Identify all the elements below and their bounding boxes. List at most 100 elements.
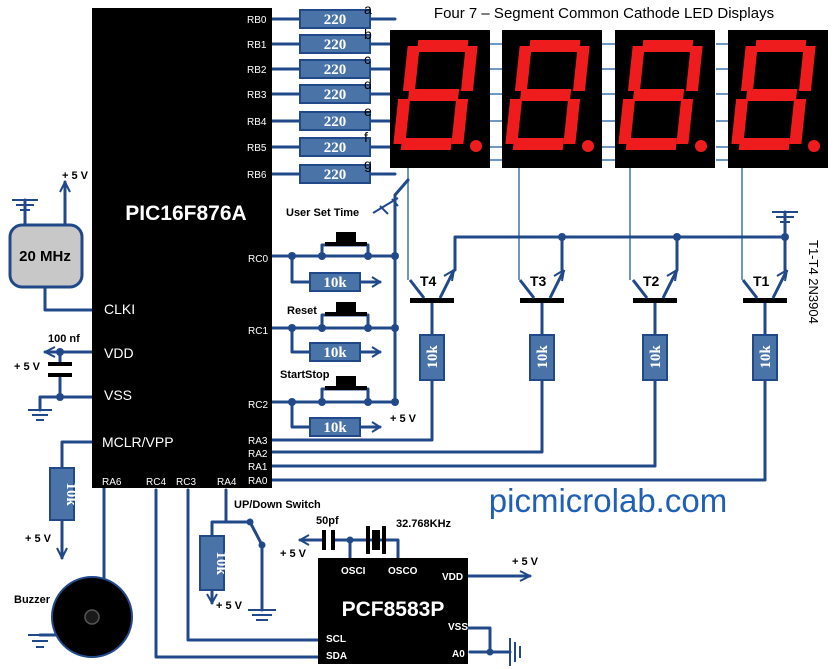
updown-res-value: 10k bbox=[213, 551, 229, 575]
btn-label-settime: User Set Time bbox=[286, 207, 359, 219]
segment-resistor bbox=[299, 9, 371, 29]
rtc-pin-vdd: VDD bbox=[442, 572, 463, 583]
base-resistor bbox=[642, 334, 668, 381]
wires bbox=[23, 17, 787, 659]
segment-e bbox=[618, 99, 636, 144]
pin-rb1: RB1 bbox=[247, 40, 267, 51]
base-resistor-value: 10k bbox=[425, 345, 441, 369]
pin-rc3: RC3 bbox=[176, 477, 196, 488]
transistor-t4: T4 10k bbox=[408, 269, 456, 381]
button-resistor bbox=[309, 417, 361, 437]
pin-ra0: RA0 bbox=[248, 476, 268, 487]
segment-f bbox=[514, 46, 532, 91]
segment-resistor bbox=[299, 84, 371, 104]
pin-rb3: RB3 bbox=[247, 90, 267, 101]
transistor-label: T4 bbox=[420, 273, 437, 289]
btn-label-reset: Reset bbox=[287, 305, 317, 317]
display-1 bbox=[390, 30, 490, 168]
segment-a bbox=[642, 40, 694, 52]
crystal-label: 20 MHz bbox=[19, 248, 71, 265]
segment-resistor-value: 220 bbox=[324, 140, 347, 156]
segment-resistor-value: 220 bbox=[324, 167, 347, 183]
website-label: picmicrolab.com bbox=[489, 482, 727, 519]
pin-rb0: RB0 bbox=[247, 15, 267, 26]
pin-mclr: MCLR/VPP bbox=[102, 434, 174, 450]
pin-vdd: VDD bbox=[104, 345, 134, 361]
mclr-res-value: 10k bbox=[63, 482, 79, 506]
cap-100nf-label: 100 nf bbox=[48, 333, 80, 345]
segment-c bbox=[676, 99, 694, 144]
segment-b bbox=[685, 46, 703, 91]
segment-a bbox=[529, 40, 581, 52]
display-4 bbox=[728, 30, 828, 168]
segment-resistor bbox=[299, 137, 371, 157]
display-3 bbox=[615, 30, 715, 168]
segment-c bbox=[789, 99, 807, 144]
segment-resistor-value: 220 bbox=[324, 114, 347, 130]
rtc-pin-osci: OSCI bbox=[341, 566, 366, 577]
segment-label-a: a bbox=[364, 1, 372, 17]
mcu-name: PIC16F876A bbox=[125, 202, 246, 225]
transistor-label: T2 bbox=[643, 273, 660, 289]
button-resistor-value: 10k bbox=[323, 420, 347, 436]
segment-a bbox=[755, 40, 807, 52]
segment-resistor bbox=[299, 111, 371, 131]
pin-clki: CLKI bbox=[104, 301, 135, 317]
segment-c bbox=[451, 99, 469, 144]
button-cap bbox=[336, 302, 356, 312]
segment-resistor-value: 220 bbox=[324, 62, 347, 78]
updown-switch: UP/Down Switch 10k + 5 V bbox=[199, 499, 321, 621]
segment-d bbox=[738, 138, 791, 150]
transistor-note: T1-T4 2N3904 bbox=[806, 240, 821, 324]
pin-rb4: RB4 bbox=[247, 117, 267, 128]
rtc-oscillator: 50pf 32.768KHz + 5 V bbox=[280, 515, 452, 560]
button-supply: + 5 V bbox=[390, 413, 417, 425]
segment-resistor-value: 220 bbox=[324, 12, 347, 28]
rtc-pin-osco: OSCO bbox=[388, 566, 418, 577]
button-cap bbox=[336, 232, 356, 242]
mclr-pullup: 10k + 5 V bbox=[25, 467, 79, 559]
button-resistor bbox=[309, 342, 361, 362]
seven-segment-displays bbox=[390, 30, 828, 168]
segment-e bbox=[731, 99, 749, 144]
segment-f bbox=[627, 46, 645, 91]
rtc-chip: PCF8583P OSCI OSCO VDD VSS SCL SDA A0 + … bbox=[318, 556, 539, 666]
button-bar bbox=[325, 386, 367, 390]
segment-resistor-value: 220 bbox=[324, 87, 347, 103]
button-resistor bbox=[309, 272, 361, 292]
base-resistor-value: 10k bbox=[758, 345, 774, 369]
segment-resistor bbox=[299, 34, 371, 54]
segment-f bbox=[402, 46, 420, 91]
segment-f bbox=[740, 46, 758, 91]
pin-ra2: RA2 bbox=[248, 449, 268, 460]
buttons: User Set Time Reset StartStop bbox=[280, 207, 367, 390]
segment-label-c: c bbox=[364, 51, 371, 67]
buzzer-label: Buzzer bbox=[14, 594, 51, 606]
pin-ra4: RA4 bbox=[217, 477, 237, 488]
segment-c bbox=[563, 99, 581, 144]
segment-label-f: f bbox=[364, 129, 368, 145]
xtal-label: 32.768KHz bbox=[396, 518, 452, 530]
segment-b bbox=[572, 46, 590, 91]
pin-rc2: RC2 bbox=[248, 400, 268, 411]
rtc-cap-supply: + 5 V bbox=[280, 548, 307, 560]
segment-a bbox=[417, 40, 469, 52]
segment-d bbox=[625, 138, 678, 150]
button-resistor-value: 10k bbox=[323, 275, 347, 291]
rtc-name: PCF8583P bbox=[342, 598, 445, 621]
pin-vss: VSS bbox=[104, 387, 132, 403]
segment-g bbox=[519, 89, 572, 101]
segment-b bbox=[798, 46, 816, 91]
crystal-oscillator: 20 MHz + 5 V bbox=[8, 170, 89, 289]
pin-ra6: RA6 bbox=[102, 477, 122, 488]
displays-title: Four 7 – Segment Common Cathode LED Disp… bbox=[434, 5, 774, 22]
segment-g bbox=[632, 89, 685, 101]
button-cap bbox=[336, 376, 356, 386]
